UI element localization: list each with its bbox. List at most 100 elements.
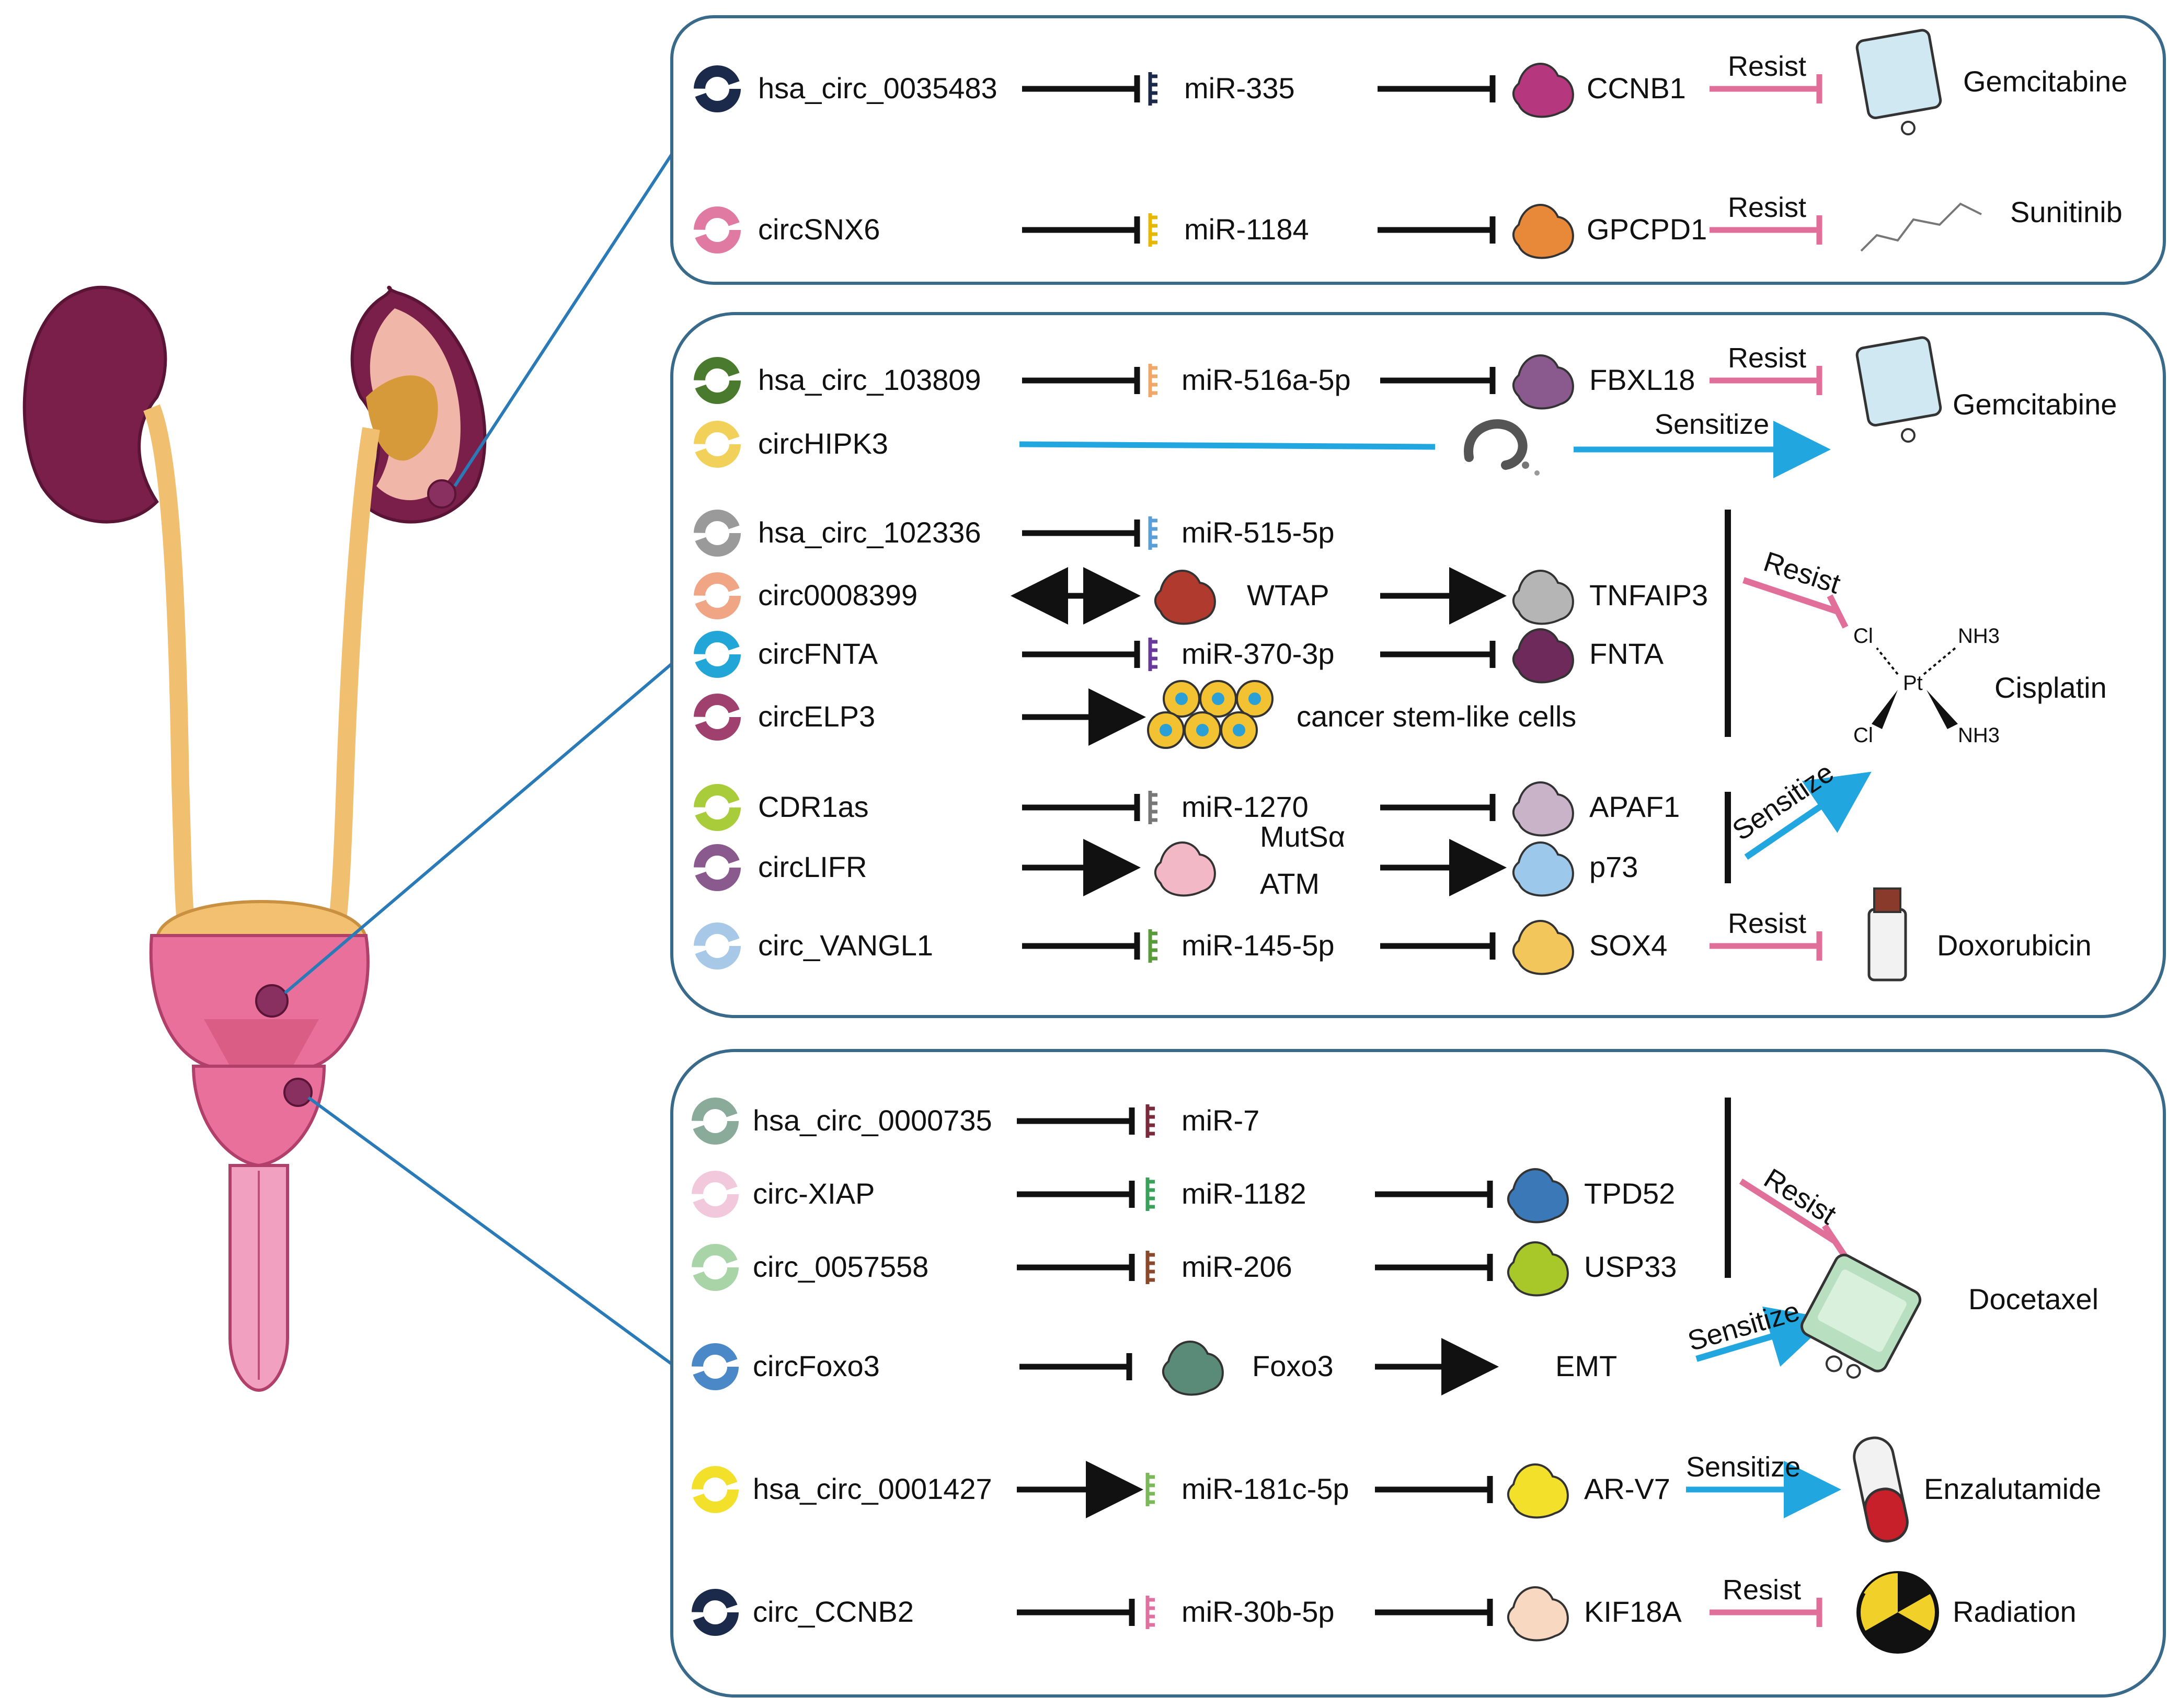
- resist-label: Resist: [1728, 51, 1806, 82]
- iv-bag-icon-port: [1901, 428, 1916, 443]
- renal-pelvis: [366, 375, 438, 461]
- protein-icon: [1507, 1463, 1569, 1519]
- target-label: EMT: [1555, 1349, 1617, 1382]
- panel-kidney-border: [670, 15, 2166, 285]
- mirna-label: miR-1182: [1182, 1177, 1306, 1210]
- resist-label: Resist: [1728, 192, 1806, 223]
- circ-label: hsa_circ_0000735: [753, 1104, 992, 1137]
- mirna-icon: [1148, 72, 1157, 106]
- drug-label: Doxorubicin: [1937, 929, 2092, 962]
- iv-bag-icon-port: [1901, 121, 1916, 135]
- iv-bag-icon: [1855, 336, 1942, 427]
- mirna-label: miR-1270: [1182, 790, 1309, 823]
- circ-label: circ0008399: [758, 579, 918, 611]
- connector-bladder: [284, 662, 673, 995]
- stem-cell-nucleus-icon: [1196, 724, 1209, 736]
- protein-label: WTAP: [1247, 579, 1329, 611]
- circ-ring-icon: [692, 1244, 739, 1291]
- circ-label: hsa_circ_0035483: [758, 72, 997, 105]
- connector-kidney: [453, 153, 673, 487]
- sensitize-line: [1019, 441, 1436, 450]
- stem-cell-nucleus-icon: [1233, 724, 1245, 736]
- drug-label: Gemcitabine: [1953, 388, 2117, 421]
- mirna-label: miR-30b-5p: [1182, 1595, 1335, 1628]
- protein-icon: [1507, 1586, 1569, 1642]
- drug-label: Enzalutamide: [1924, 1472, 2101, 1505]
- target-label: p73: [1589, 850, 1638, 883]
- cisplatin-nh3-top: NH3: [1958, 625, 2000, 648]
- cisplatin-pt: Pt: [1903, 672, 1923, 695]
- target-label: APAF1: [1589, 790, 1680, 823]
- molecule-icon: [1860, 202, 1982, 252]
- circ-ring-icon: [694, 631, 741, 678]
- mirna-icon: [1145, 1596, 1155, 1629]
- target-label: FBXL18: [1589, 363, 1695, 396]
- cisplatin-nh3-bottom: NH3: [1958, 724, 2000, 747]
- mirna-icon: [1148, 929, 1157, 963]
- protein-icon: [1507, 1168, 1569, 1224]
- vial-icon: [1867, 908, 1907, 982]
- circ-label: circ_CCNB2: [753, 1595, 914, 1628]
- protein-icon: [1162, 1341, 1224, 1396]
- mirna-icon: [1145, 1104, 1155, 1138]
- target-label: TNFAIP3: [1589, 579, 1708, 611]
- kidney-tumor: [427, 479, 456, 509]
- docetaxel-resist-line: [1739, 1178, 1837, 1244]
- target-label: USP33: [1584, 1250, 1677, 1283]
- circ-ring-icon: [694, 357, 741, 404]
- mirna-label: miR-206: [1182, 1250, 1292, 1283]
- cisplatin-resist-line: [1742, 577, 1839, 615]
- radiation-blade-gap: [1864, 1573, 1898, 1612]
- target-label: TPD52: [1584, 1177, 1675, 1210]
- circ-ring-icon: [692, 1343, 739, 1390]
- resist-label: Resist: [1723, 1574, 1801, 1606]
- drug-label: Gemcitabine: [1963, 65, 2127, 98]
- target-label: AR-V7: [1584, 1472, 1670, 1505]
- docetaxel-label: Docetaxel: [1968, 1283, 2098, 1315]
- anatomy-illustration: [22, 285, 487, 1392]
- protein-icon: [1512, 204, 1574, 259]
- mirna-icon: [1145, 1251, 1155, 1284]
- panel-kidney: [670, 15, 2166, 285]
- target-label: GPCPD1: [1587, 213, 1707, 246]
- mirna-label: miR-516a-5p: [1182, 363, 1351, 396]
- circ-ring-icon: [692, 1466, 739, 1513]
- mirna-icon: [1145, 1473, 1155, 1506]
- resist-label: Resist: [1728, 908, 1806, 939]
- prostate-tumor: [283, 1078, 313, 1107]
- protein-label: MutSα: [1260, 820, 1345, 853]
- protein-icon: [1512, 920, 1574, 975]
- bladder-dome: [155, 900, 368, 942]
- target-label: SOX4: [1589, 929, 1667, 962]
- stem-cell-nucleus-icon: [1248, 693, 1261, 705]
- right-ureter: [326, 427, 380, 943]
- circ-ring-icon: [694, 206, 741, 253]
- left-ureter: [143, 404, 197, 943]
- radiation-blade: [1864, 1612, 1932, 1652]
- sensitize-label: Sensitize: [1686, 1451, 1800, 1483]
- iv-bag-icon: [1800, 1253, 1922, 1379]
- cisplatin-molecule: Pt Cl Cl NH3 NH3: [1853, 625, 2000, 747]
- circ-label: circFoxo3: [753, 1349, 880, 1382]
- circ-ring-icon: [692, 1589, 739, 1636]
- protein-icon: [1154, 841, 1216, 897]
- circ-label: circLIFR: [758, 850, 867, 883]
- protein-icon: [1512, 841, 1574, 897]
- cisplatin-resist-bar: [1827, 594, 1849, 629]
- stem-cell-nucleus-icon: [1160, 724, 1172, 736]
- docetaxel-sensitize-line: [1695, 1306, 1832, 1367]
- circ-ring-icon: [694, 784, 741, 831]
- protein-icon: [1512, 628, 1574, 684]
- circ-label: hsa_circ_0001427: [753, 1472, 992, 1505]
- circ-label: circELP3: [758, 700, 875, 733]
- target-label: KIF18A: [1584, 1595, 1682, 1628]
- circ-label: circ-XIAP: [753, 1177, 875, 1210]
- mirna-label: miR-181c-5p: [1182, 1472, 1349, 1505]
- circ-label: circHIPK3: [758, 427, 888, 460]
- cisplatin-cl-bottom: Cl: [1853, 724, 1873, 747]
- cisplatin-cl-top: Cl: [1853, 625, 1873, 648]
- protein-icon: [1512, 63, 1574, 118]
- circ-ring-icon: [694, 421, 741, 468]
- vial-cap-icon: [1873, 887, 1901, 913]
